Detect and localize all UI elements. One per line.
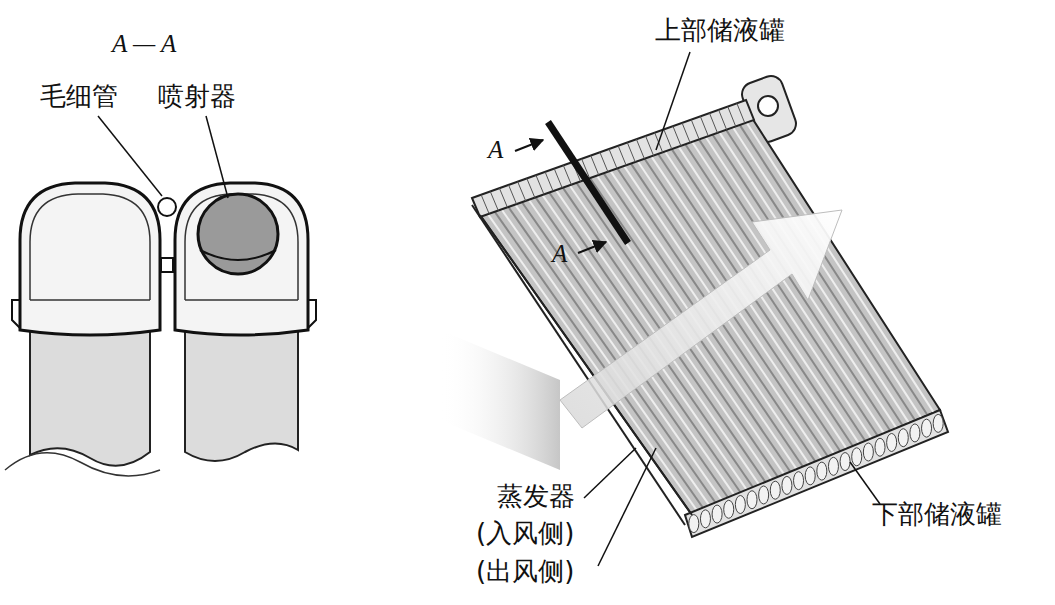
tank-ridge	[747, 491, 757, 509]
tank-ridge	[554, 169, 562, 188]
tube-line	[684, 142, 878, 436]
tank-ridge	[910, 424, 920, 442]
tank-ridge	[490, 191, 498, 210]
tank-ridge	[646, 136, 654, 156]
tank-ridge	[712, 505, 722, 523]
section-mark: A	[488, 136, 503, 165]
tank-ridge	[700, 510, 710, 528]
section-mark: A	[552, 240, 567, 269]
tank-ridge	[673, 126, 681, 146]
tank-ridge	[627, 142, 635, 162]
tank-ridge	[782, 476, 792, 494]
tank-ridge	[840, 453, 850, 471]
tank-ridge	[898, 429, 908, 447]
tank-ridge	[636, 139, 644, 159]
part-label: 下部储液罐	[872, 500, 1002, 530]
tank-ridge	[933, 414, 943, 432]
tank-ridge	[682, 123, 690, 143]
tank-ridge	[759, 486, 769, 504]
tank-ridge	[863, 443, 873, 461]
tank-ridge	[618, 146, 626, 166]
tank-ridge	[770, 481, 780, 499]
part-label: 毛细管	[40, 82, 118, 112]
part-label: 喷射器	[158, 82, 236, 112]
evaporator-figure	[440, 52, 948, 566]
tank-ridge	[518, 182, 526, 201]
tank-ridge	[709, 113, 717, 133]
tank-ridge	[728, 107, 736, 127]
tank-ridge	[875, 438, 885, 456]
part-label: (入风侧)	[476, 519, 574, 549]
tank-ridge	[794, 472, 804, 490]
tank-ridge	[691, 120, 699, 140]
tank-ridge	[737, 103, 745, 123]
tank-ridge	[527, 178, 535, 197]
tube-line	[677, 145, 872, 439]
tank-ridge	[481, 195, 489, 214]
tank-ridge	[700, 116, 708, 136]
tank-ridge	[922, 419, 932, 437]
section-view	[5, 116, 316, 476]
tube-line	[670, 147, 865, 441]
tank-ridge	[609, 149, 617, 169]
part-label: 蒸发器	[497, 482, 575, 512]
tank-ridge	[536, 175, 544, 194]
tank-ridge	[724, 500, 734, 518]
tank-ridge	[828, 457, 838, 475]
tank-ridge	[600, 152, 608, 171]
tank-ridge	[805, 467, 815, 485]
tank-ridge	[817, 462, 827, 480]
tank-ridge	[545, 172, 553, 191]
section-title: A — A	[112, 30, 176, 59]
tank-ridge	[509, 185, 517, 204]
tank-ridge	[664, 129, 672, 149]
tank-ridge	[719, 110, 727, 130]
tank-ridge	[735, 496, 745, 514]
tank-ridge	[852, 448, 862, 466]
part-label: 上部储液罐	[655, 16, 785, 46]
tank-ridge	[887, 433, 897, 451]
tank-ridge	[499, 188, 507, 207]
tank-ridge	[563, 165, 571, 184]
tank-ridge	[591, 156, 599, 175]
part-label: (出风侧)	[476, 557, 574, 587]
tank-ridge	[689, 515, 699, 533]
